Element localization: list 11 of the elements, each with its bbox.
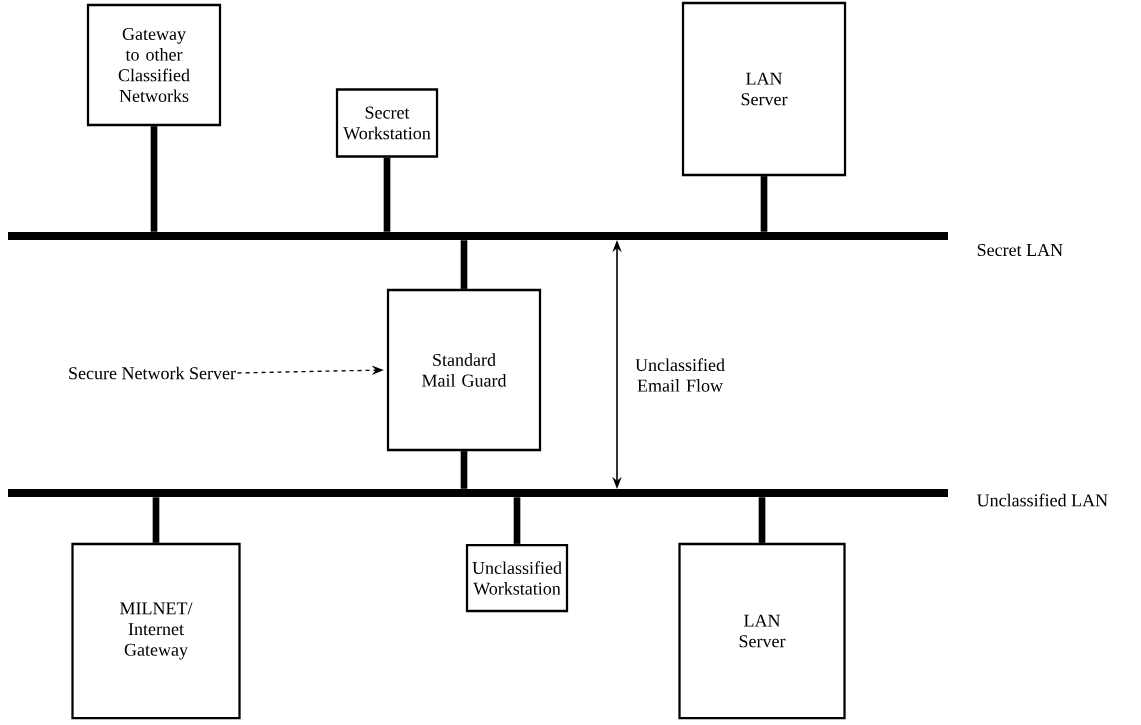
node-label: Secure Network Server (69, 366, 236, 380)
network-box: Standard Mail Guard (386, 288, 542, 452)
network-box: LAN Server (678, 542, 846, 720)
network-box: MILNET/ Internet Gateway (71, 542, 241, 720)
network-label: Unclassified LAN (977, 493, 1108, 507)
network-box: LAN Server (681, 1, 847, 177)
edge-label: Unclassified Email Flow (623, 356, 737, 394)
network-box: Gateway to other Classified Networks (86, 3, 222, 127)
network-box: Unclassified Workstation (465, 543, 569, 613)
network-box: Secret Workstation (335, 88, 439, 158)
network-label: Secret LAN (977, 243, 1063, 257)
